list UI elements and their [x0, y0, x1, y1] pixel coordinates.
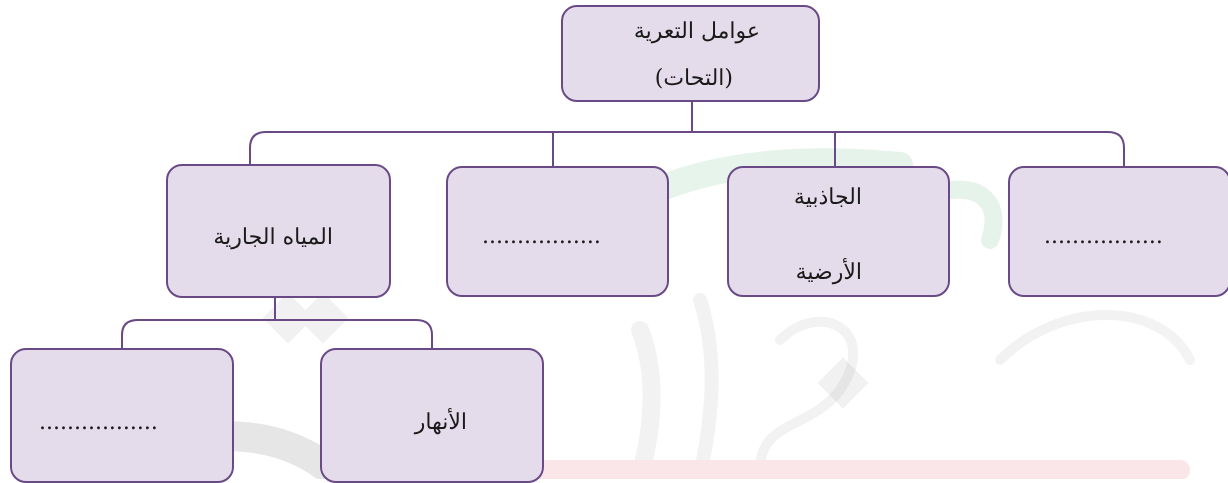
node-blank-1: ................. — [446, 166, 669, 297]
node-gravity-label-line1: الجاذبية — [793, 185, 862, 210]
node-rivers-label: الأنهار — [414, 410, 467, 435]
root-node: عوامل التعرية (التحات) — [561, 5, 820, 102]
node-running-water: المياه الجارية — [166, 164, 391, 298]
node-blank-3: ................. — [10, 348, 234, 483]
node-blank-2: ................. — [1008, 166, 1228, 297]
node-running-water-label: المياه الجارية — [213, 225, 333, 250]
root-label-line2: (التحات) — [654, 66, 733, 91]
node-rivers: الأنهار — [320, 348, 544, 483]
node-blank-1-label: ................. — [482, 224, 601, 249]
root-label-line1: عوامل التعرية — [633, 19, 760, 44]
node-gravity-label-line2: الأرضية — [795, 260, 862, 285]
node-blank-3-label: ................. — [39, 410, 158, 435]
node-gravity: الجاذبية الأرضية — [727, 166, 950, 297]
node-blank-2-label: ................. — [1044, 224, 1163, 249]
